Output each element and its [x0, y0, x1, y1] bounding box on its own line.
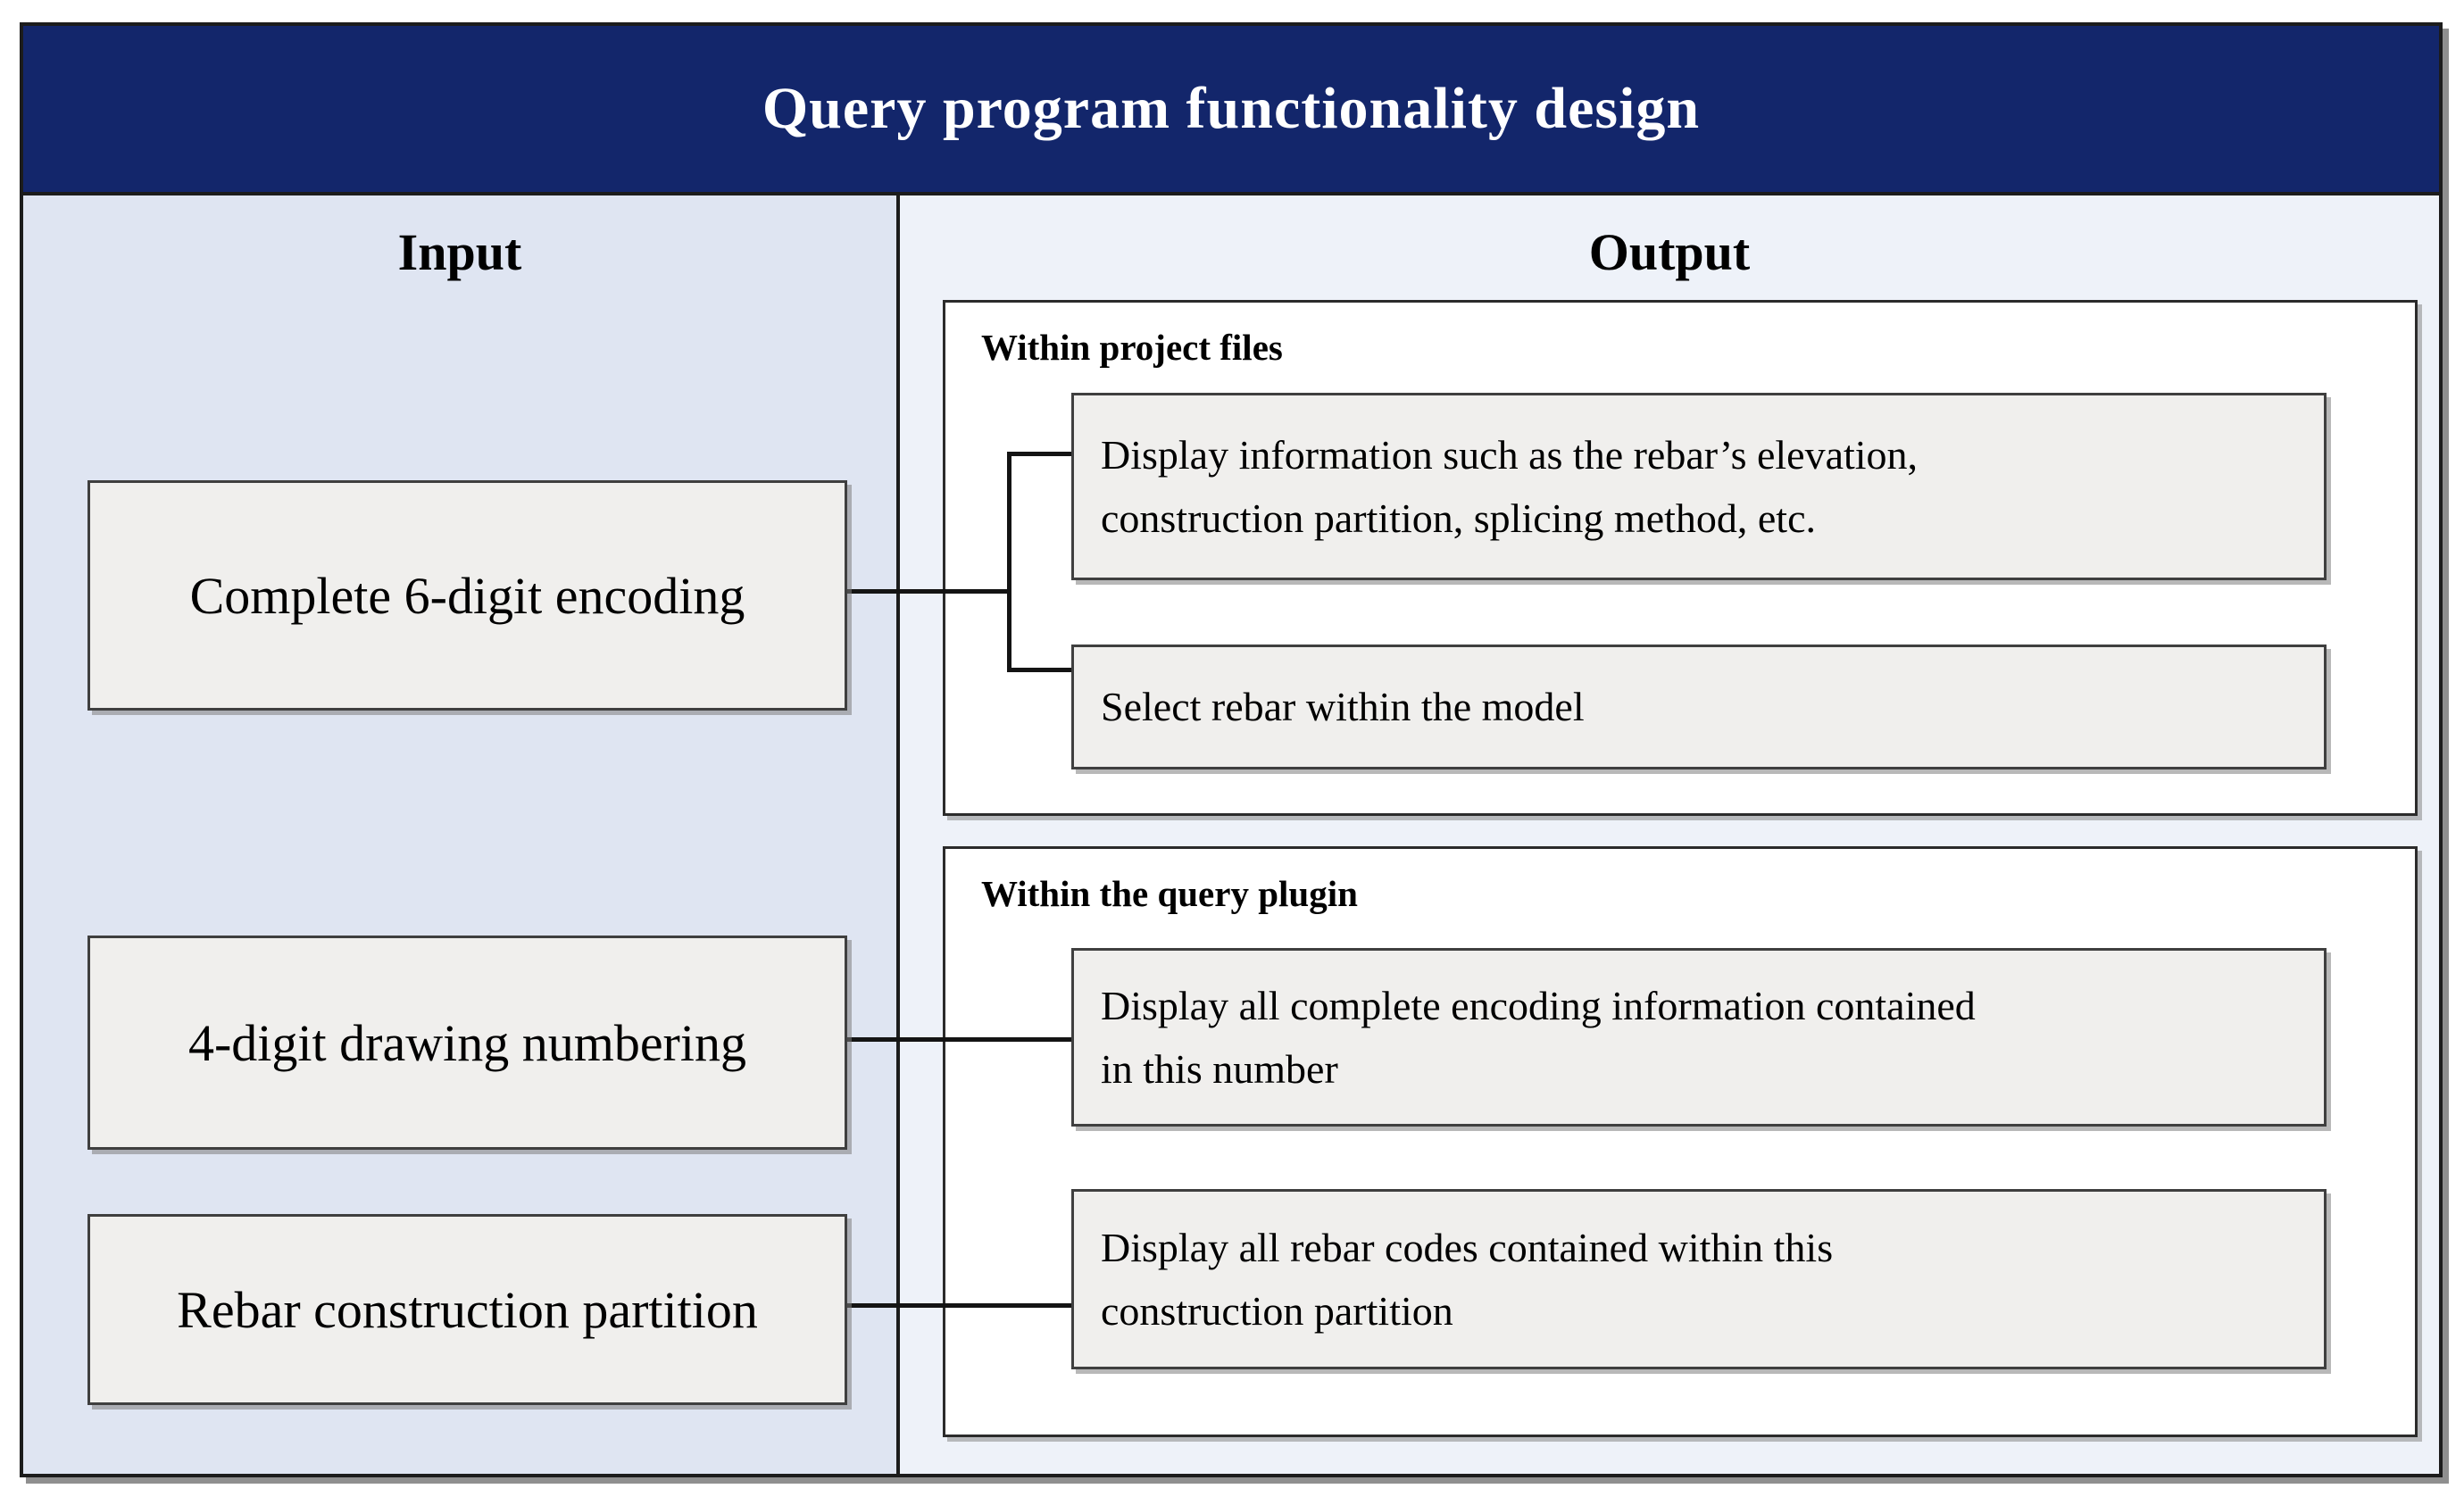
input-box-label: Complete 6-digit encoding [189, 566, 745, 625]
output-box-line: Select rebar within the model [1101, 684, 1585, 730]
output-box-line: Display all rebar codes contained within… [1101, 1224, 1834, 1270]
output-box-display-rebar-codes: Display all rebar codes contained within… [1071, 1189, 2327, 1369]
output-box-line: construction partition, splicing method,… [1101, 495, 1817, 541]
output-box-select-rebar-in-model: Select rebar within the model [1071, 645, 2327, 769]
diagram-title: Query program functionality design [762, 76, 1701, 141]
input-column-heading: Input [397, 223, 522, 281]
connector-arm-to-display-information-box [1007, 452, 1075, 456]
input-box-drawing-numbering: 4-digit drawing numbering [87, 936, 847, 1150]
input-box-complete-encoding: Complete 6-digit encoding [87, 480, 847, 711]
output-group-heading: Within project files [981, 327, 1283, 368]
output-column-heading: Output [1588, 223, 1751, 281]
connector-construction-partition-line [842, 1303, 1075, 1308]
connector-complete-encoding-feed-line [842, 589, 1009, 594]
output-box-line: construction partition [1101, 1288, 1453, 1334]
output-box-display-rebar-information: Display information such as the rebar’s … [1071, 393, 2327, 580]
input-box-construction-partition: Rebar construction partition [87, 1214, 847, 1405]
output-box-display-encoding-information: Display all complete encoding informatio… [1071, 948, 2327, 1127]
output-box-line: Display all complete encoding informatio… [1101, 982, 1976, 1028]
output-box-line: in this number [1101, 1046, 1338, 1092]
input-box-label: 4-digit drawing numbering [187, 1013, 746, 1072]
connector-drawing-numbering-line [842, 1037, 1075, 1042]
input-box-label: Rebar construction partition [177, 1280, 758, 1339]
output-group-heading: Within the query plugin [981, 873, 1358, 914]
connector-arm-to-select-rebar-box [1007, 668, 1075, 672]
output-box-line: Display information such as the rebar’s … [1101, 431, 1919, 478]
connector-complete-encoding-branch-line [1007, 452, 1011, 672]
diagram-title-bar: Query program functionality design [23, 26, 2439, 195]
